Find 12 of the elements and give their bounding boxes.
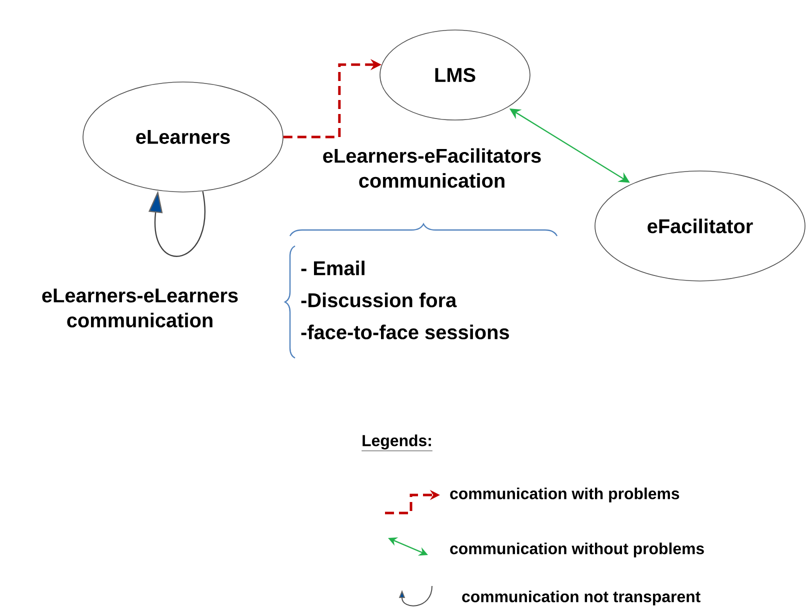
legend-text: communication with problems (450, 488, 680, 502)
legend-title: Legends: (361, 434, 433, 452)
list-item: -face-to-face sessions (301, 324, 509, 340)
ellipse-node: eFacilitator (594, 170, 806, 282)
legend-text: communication not transparent (462, 590, 700, 606)
label-text: eLearners-eLearners communication (42, 288, 238, 328)
ellipse-node: eLearners (82, 82, 284, 192)
legend-text: communication without problems (450, 542, 704, 558)
list-item: -Discussion fora (301, 292, 457, 308)
ellipse-node: LMS (380, 30, 530, 120)
label-text: eLearners-eFacilitators communication (323, 148, 541, 188)
list-item: - Email (301, 260, 364, 276)
